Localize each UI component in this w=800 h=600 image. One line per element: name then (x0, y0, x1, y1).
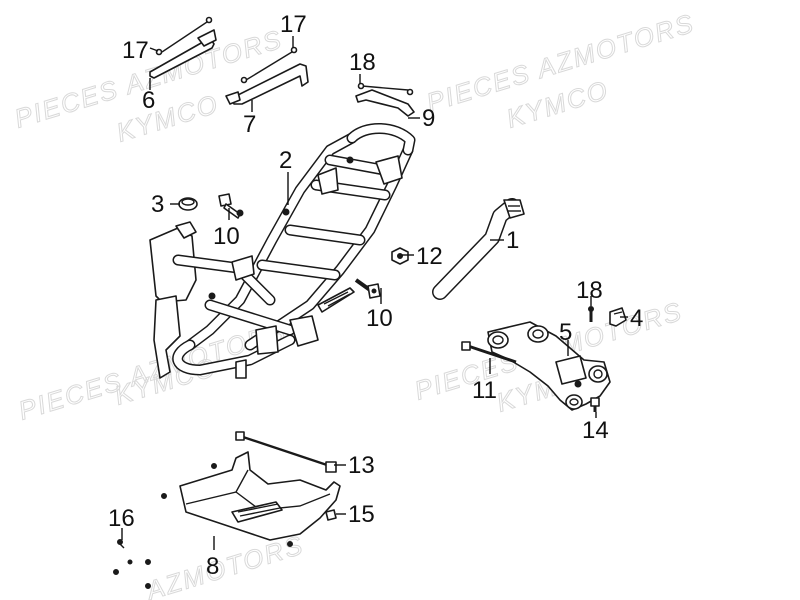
callout-2: 2 (279, 147, 292, 174)
part-1-tube (432, 198, 525, 300)
part-15-screw (325, 509, 337, 521)
callout-6: 6 (142, 87, 155, 114)
callout-17: 17 (122, 37, 149, 64)
callout-3: 3 (151, 191, 164, 218)
part-18-pin (588, 306, 594, 322)
callout-16: 16 (108, 505, 135, 532)
part-16-screw (117, 539, 125, 549)
callout-5: 5 (559, 319, 572, 346)
callout-9: 9 (422, 105, 435, 132)
callout-14: 14 (582, 417, 609, 444)
callout-10: 10 (366, 305, 393, 332)
callout-17: 17 (280, 11, 307, 38)
callout-7: 7 (243, 111, 256, 138)
callout-1: 1 (506, 227, 519, 254)
part-12-nut (391, 247, 409, 265)
part-4-clip (609, 307, 627, 327)
callout-10: 10 (213, 223, 240, 250)
callout-8: 8 (206, 553, 219, 580)
part-2-main-frame (149, 123, 416, 379)
part-3-cap (178, 197, 198, 211)
part-5-engine-hanger (487, 321, 611, 411)
loose-screws (113, 541, 293, 589)
callout-13: 13 (348, 452, 375, 479)
part-14-bolt (590, 397, 600, 412)
part-9-bracket (355, 82, 415, 117)
part-6-bracket (149, 16, 217, 79)
part-8-under-cover (161, 451, 341, 541)
callout-labels: 17 17 6 7 18 9 2 3 10 12 1 10 18 4 5 11 … (108, 11, 643, 580)
callout-11: 11 (472, 377, 497, 404)
callout-12: 12 (416, 243, 443, 270)
callout-18: 18 (349, 49, 376, 76)
callout-4: 4 (630, 305, 643, 332)
callout-18: 18 (576, 277, 603, 304)
part-7-bracket (225, 46, 309, 105)
leader-lines (121, 36, 628, 550)
callout-15: 15 (348, 501, 375, 528)
part-13-rod (235, 431, 337, 473)
part-10-bolt-upper (218, 193, 244, 219)
watermark-text: AZMOTORS (141, 529, 307, 600)
part-11-through-bolt (461, 341, 517, 364)
part-10-bolt-lower (354, 278, 381, 299)
